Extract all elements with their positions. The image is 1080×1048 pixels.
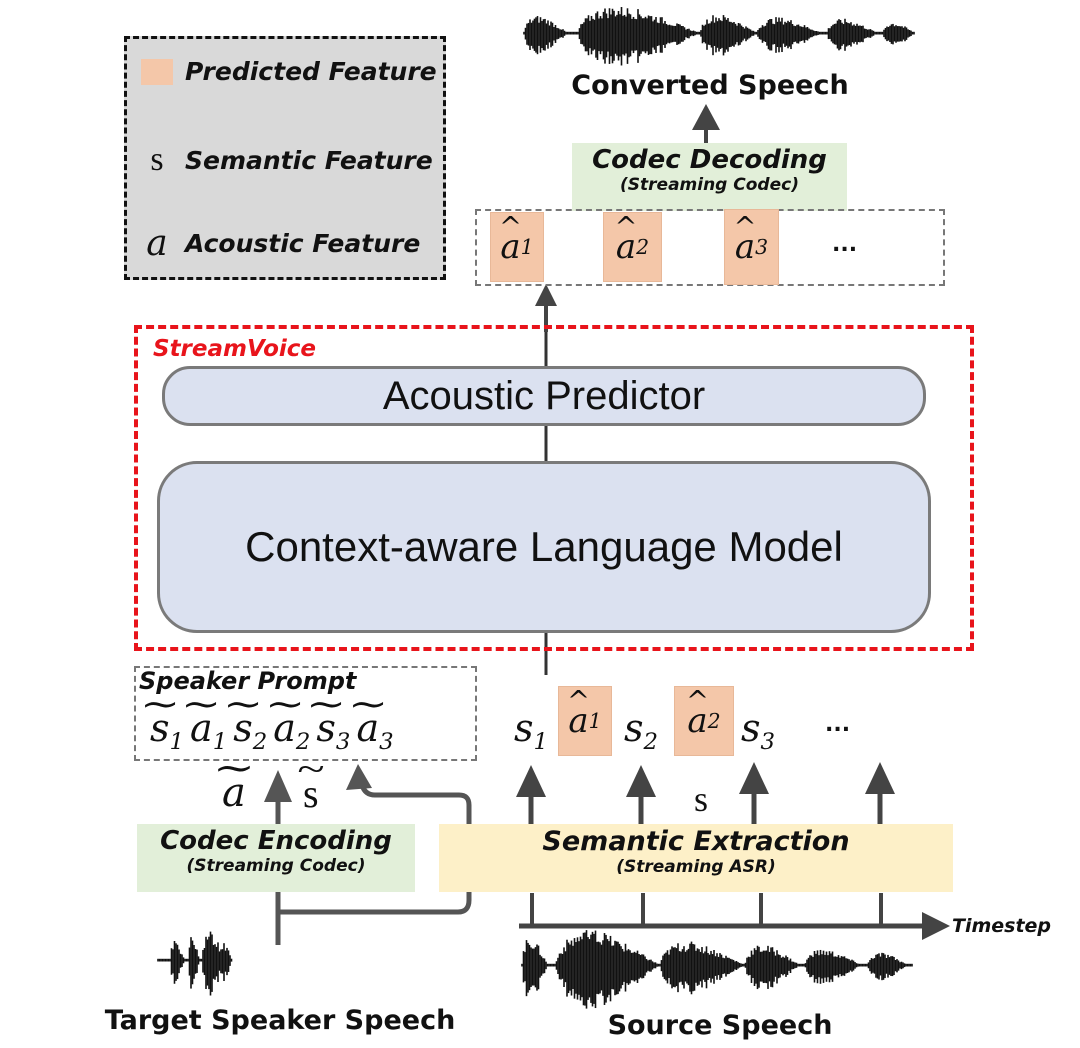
semantic-s-label: s [694, 779, 709, 819]
target-speech-to-encoders [275, 890, 472, 945]
token-base: s [233, 706, 253, 750]
timestep-label: Timestep [952, 915, 1052, 937]
acoustic-predictor-block: Acoustic Predictor [162, 366, 926, 426]
legend-label: Semantic Feature [185, 145, 433, 175]
prompt-token-a3: a3 [356, 706, 393, 755]
prompt-token-s1: s1 [150, 706, 184, 755]
asr-arrow-2 [626, 765, 656, 824]
prompt-acoustic-label: a [222, 770, 246, 816]
streamvoice-frame [134, 325, 974, 651]
input-token-a1-predicted: a1 [558, 686, 612, 756]
prompt-token-s3: s3 [316, 706, 350, 755]
token-sub: 2 [636, 235, 650, 259]
streamvoice-label: StreamVoice [153, 336, 317, 362]
token-base: a [500, 227, 520, 267]
token-base: s [624, 706, 644, 750]
token-base: s [150, 706, 170, 750]
token-base: a [356, 706, 379, 750]
predicted-token-a3: a3 [724, 209, 779, 285]
label-text: a [222, 770, 246, 816]
arrow-asr-to-prompt-s [346, 764, 472, 833]
legend-item-acoustic: a Acoustic Feature [141, 223, 420, 264]
input-token-s2: s2 [624, 706, 658, 755]
token-sub: 2 [707, 709, 721, 733]
timestep-axis [519, 893, 950, 940]
language-model-block: Context-aware Language Model [157, 461, 931, 633]
token-base: a [735, 227, 755, 267]
semantic-symbol: s [150, 141, 164, 178]
predicted-swatch [141, 58, 173, 85]
source-speech-waveform [521, 930, 913, 1009]
legend-box: Predicted Feature s Semantic Feature a A… [124, 36, 446, 280]
semantic-extraction-title: Semantic Extraction [542, 826, 850, 857]
speaker-prompt-tokens: s1 a1 s2 a2 s3 a3 [150, 706, 394, 755]
token-sub: 3 [755, 235, 769, 259]
target-speech-label: Target Speaker Speech [104, 1005, 456, 1036]
token-sub: 1 [169, 728, 185, 755]
predicted-tokens-box [475, 209, 945, 286]
input-token-s3: s3 [741, 706, 775, 755]
token-sub: 3 [379, 728, 394, 755]
codec-decoding-subtitle: (Streaming Codec) [620, 175, 799, 195]
asr-arrow-4 [865, 762, 895, 824]
token-sub: 1 [520, 235, 534, 259]
asr-arrow-1 [516, 765, 546, 824]
acoustic-predictor-label: Acoustic Predictor [382, 373, 706, 418]
semantic-extraction-subtitle: (Streaming ASR) [616, 857, 776, 877]
legend-label: Predicted Feature [185, 57, 437, 86]
input-token-s1: s1 [514, 706, 548, 755]
converted-speech-waveform [523, 7, 915, 66]
predicted-token-a1: a1 [490, 212, 544, 282]
legend-item-predicted: Predicted Feature [141, 57, 437, 86]
codec-encoding-box: Codec Encoding (Streaming Codec) [137, 824, 415, 892]
semantic-extraction-box: Semantic Extraction (Streaming ASR) [439, 824, 953, 892]
codec-encoding-subtitle: (Streaming Codec) [186, 856, 366, 876]
predicted-ellipsis: ... [832, 232, 858, 257]
label-text: s [303, 770, 319, 817]
token-base: s [741, 706, 761, 750]
token-base: a [616, 227, 636, 267]
token-sub: 3 [335, 728, 351, 755]
prompt-token-s2: s2 [233, 706, 267, 755]
predicted-token-a2: a2 [603, 212, 662, 282]
token-base: s [316, 706, 336, 750]
token-base: s [514, 706, 534, 750]
token-base: a [190, 706, 213, 750]
token-sub: 3 [760, 728, 776, 755]
input-ellipsis: ... [825, 712, 851, 737]
codec-decoding-title: Codec Decoding [592, 145, 827, 175]
arrow-to-converted-speech [692, 104, 720, 144]
legend-label: Acoustic Feature [185, 229, 421, 258]
prompt-semantic-label: s [303, 770, 319, 817]
target-speech-waveform [157, 931, 233, 996]
converted-speech-label: Converted Speech [571, 70, 849, 101]
token-base: a [687, 701, 707, 741]
language-model-label: Context-aware Language Model [245, 523, 843, 570]
codec-decoding-box: Codec Decoding (Streaming Codec) [572, 143, 847, 211]
token-sub: 1 [533, 728, 549, 755]
legend-item-semantic: s Semantic Feature [141, 141, 433, 179]
token-sub: 2 [643, 728, 659, 755]
source-speech-label: Source Speech [607, 1010, 833, 1041]
input-token-a2-predicted: a2 [674, 686, 734, 756]
token-base: a [568, 701, 588, 741]
asr-arrow-3 [739, 762, 769, 824]
token-sub: 1 [588, 709, 602, 733]
arrow-codec-to-prompt-a [264, 770, 292, 824]
codec-encoding-title: Codec Encoding [160, 826, 392, 856]
acoustic-symbol: a [146, 223, 168, 264]
token-base: a [273, 706, 296, 750]
token-sub: 2 [252, 728, 268, 755]
